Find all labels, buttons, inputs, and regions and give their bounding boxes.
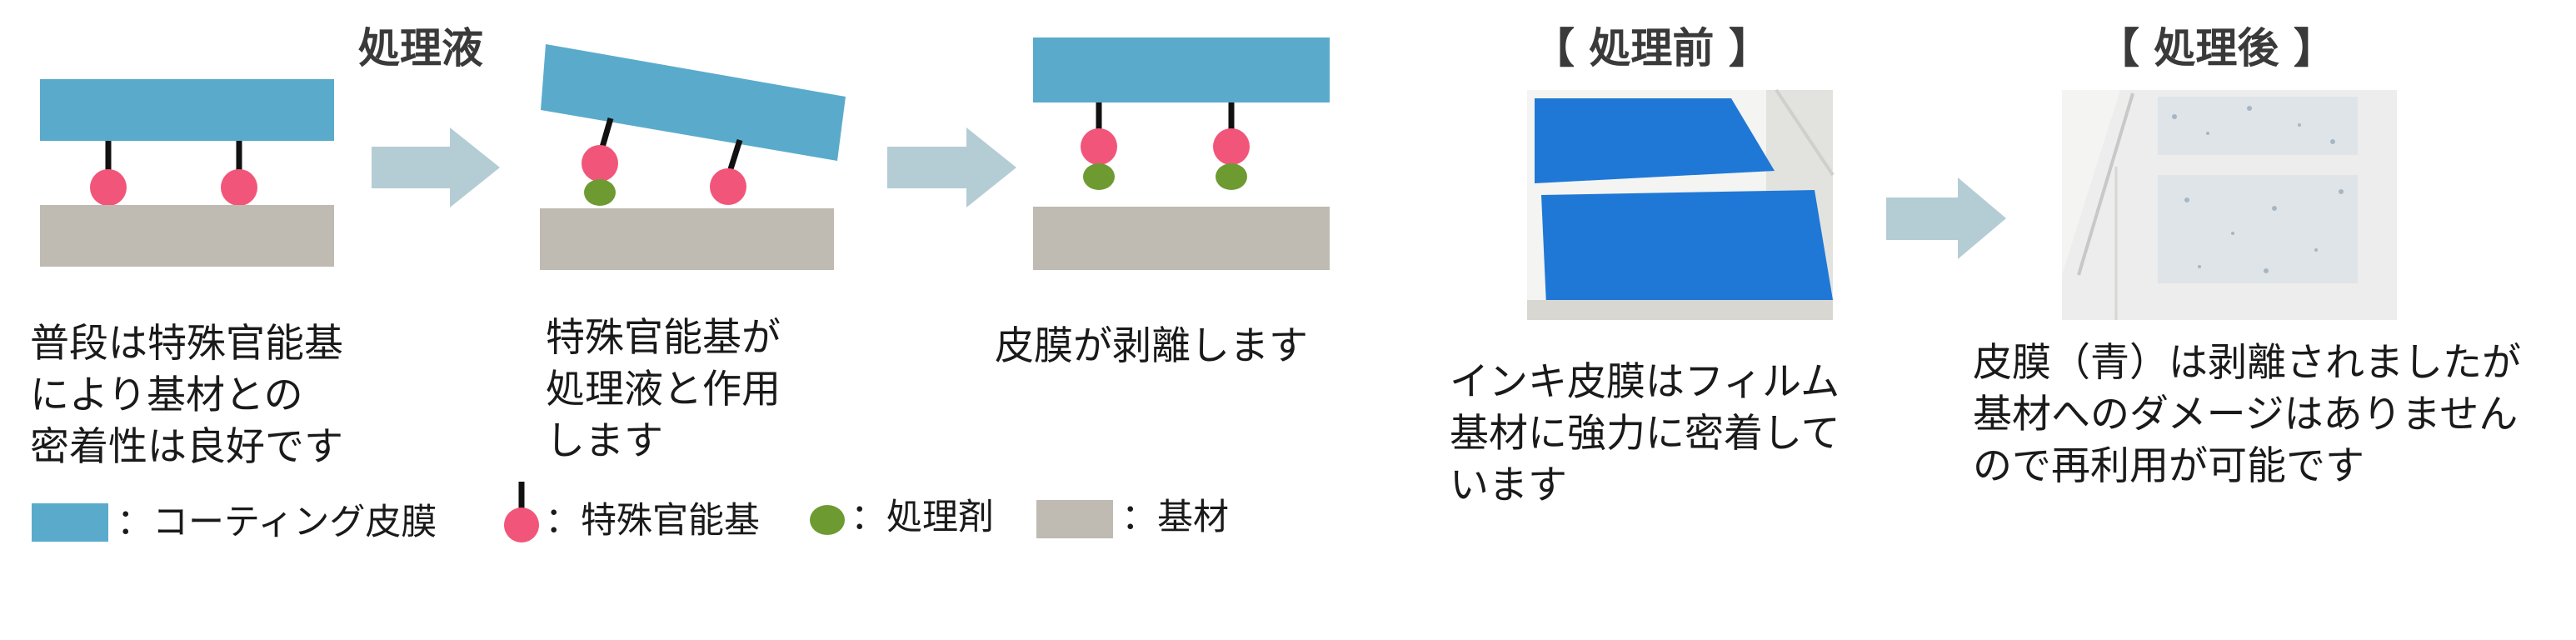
legend-functional-group-swatch [504,508,539,542]
step3-functional-group-1 [1081,128,1117,165]
step3-coating-film [1033,38,1330,102]
before-title: 【 処理前 】 [1533,24,1770,72]
step2-group-stem-1 [598,118,614,151]
step1-description: 普段は特殊官能基 により基材との 密着性は良好です [30,321,343,470]
step2-functional-group-1 [582,145,618,182]
step2-treatment-agent [584,179,616,206]
before-photo [1527,88,1835,320]
step2-group-stem-2 [726,138,743,173]
step3-treatment-agent-1 [1083,163,1115,190]
step3-substrate [1033,207,1330,270]
treatment-liquid-title: 処理液 [358,24,483,72]
step2-coating-film [541,44,846,161]
step3-treatment-agent-2 [1216,163,1247,190]
step2-substrate [540,208,834,270]
legend-film-swatch [32,503,108,542]
step3-description: 皮膜が剥離します [995,323,1308,369]
step1-substrate [40,205,334,267]
legend-substrate-swatch [1036,500,1113,538]
step3-functional-group-2 [1213,128,1250,165]
step2-functional-group-2 [710,168,746,205]
legend-group-label: ：特殊官能基 [545,500,760,542]
after-photo [2062,90,2397,320]
after-title: 【 処理後 】 [2098,24,2335,72]
after-description: 皮膜（青）は剥離されましたが 基材へのダメージはありません ので再利用が可能です [1973,340,2521,489]
arrow-right-icon [372,128,500,208]
arrow-right-icon [887,128,1016,208]
step1-functional-group-2 [221,169,257,206]
step1-coating-film [40,79,334,141]
before-description: インキ皮膜はフィルム 基材に強力に密着して います [1450,359,1840,508]
legend-agent-label: ：処理剤 [851,497,994,538]
arrow-right-icon [1886,178,2006,259]
legend-film-label: ：コーティング皮膜 [117,502,437,543]
legend-substrate-label: ：基材 [1121,497,1229,538]
step2-description: 特殊官能基が 処理液と作用 します [546,315,781,464]
step1-functional-group-1 [90,169,127,206]
legend-agent-swatch [810,505,845,535]
